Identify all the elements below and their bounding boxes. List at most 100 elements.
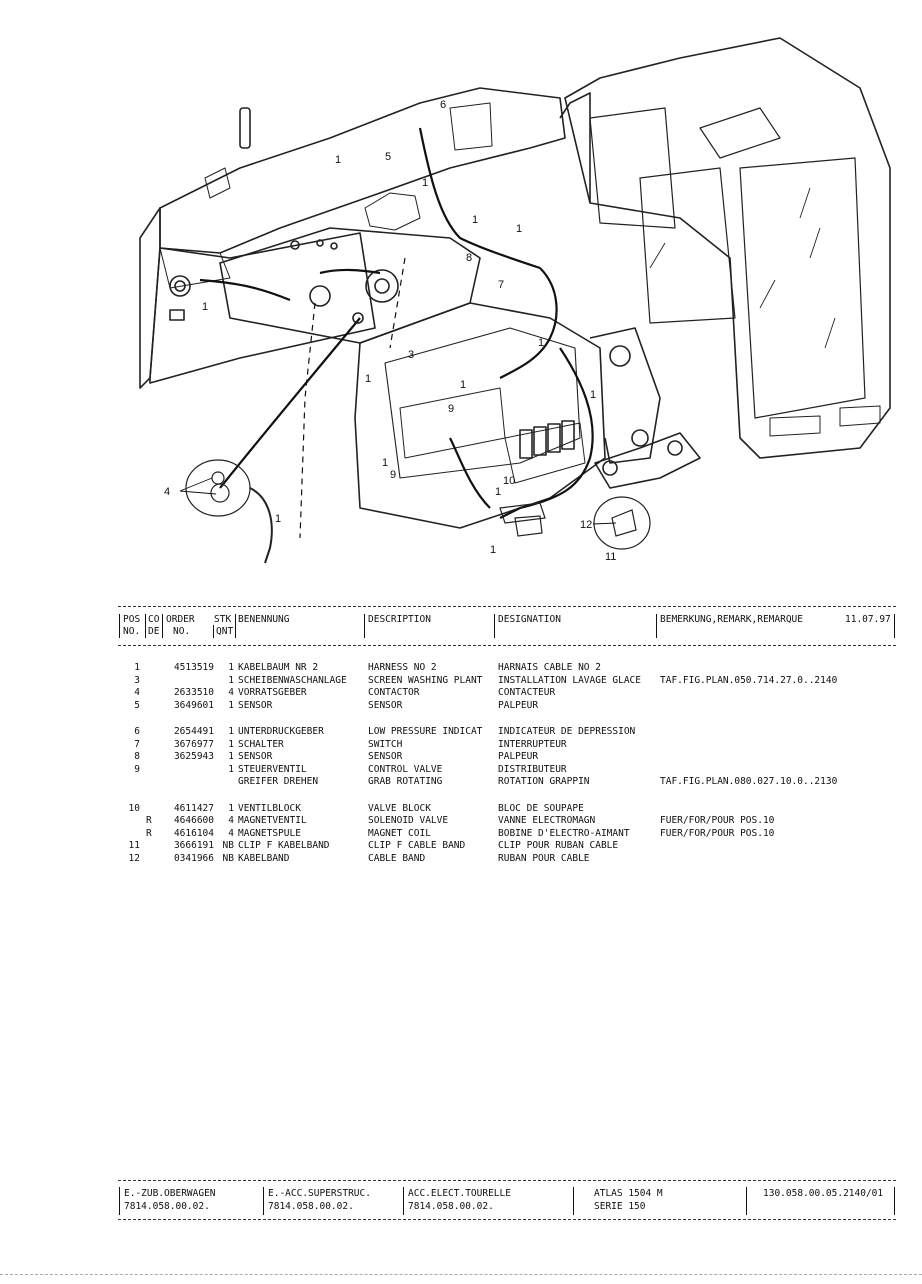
cell-fr: PALPEUR xyxy=(498,699,539,711)
cell-pos: 11 xyxy=(128,840,140,851)
cell-pos: 6 xyxy=(134,726,140,737)
cell-fr: INSTALLATION LAVAGE GLACE xyxy=(498,674,641,686)
page-edge-rule xyxy=(0,1274,922,1275)
cell-order: 4646600 xyxy=(173,815,214,826)
cell-de: MAGNETSPULE xyxy=(238,827,301,839)
cell-order: 3649601 xyxy=(173,699,214,711)
cell-order: 3676977 xyxy=(173,738,214,750)
cell-de: KABELBAUM NR 2 xyxy=(238,662,319,673)
parts-row: 6 2654491 1 UNTERDRUCKGEBER LOW PRESSURE IND… xyxy=(118,726,896,739)
callout-number: 1 xyxy=(422,177,428,189)
cell-pos: 7 xyxy=(134,738,140,750)
cell-de: MAGNETVENTIL xyxy=(238,815,307,826)
cell-en: CONTACTOR xyxy=(368,687,420,698)
header-pos: POS xyxy=(123,614,141,625)
cell-order: 3625943 xyxy=(173,751,214,762)
cell-en: CABLE BAND xyxy=(368,852,426,864)
callout-number: 1 xyxy=(472,214,478,226)
cell-order: 3666191 xyxy=(173,840,214,851)
header-order: ORDER xyxy=(166,614,195,625)
cell-en: VALVE BLOCK xyxy=(368,802,431,814)
cell-de: VORRATSGEBER xyxy=(238,687,307,698)
cell-order: 2633510 xyxy=(173,687,214,698)
cell-order: 4513519 xyxy=(173,662,214,673)
callout-number: 1 xyxy=(495,486,501,498)
cell-en: CLIP F CABLE BAND xyxy=(368,840,466,851)
header-de: DE xyxy=(148,626,160,637)
footer-group-en: E.-ACC.SUPERSTRUC. xyxy=(268,1188,371,1199)
cell-fr: INDICATEUR DE DEPRESSION xyxy=(498,726,636,737)
cell-qty: 1 xyxy=(228,726,234,737)
cell-fr: BLOC DE SOUPAPE xyxy=(498,802,584,814)
header-qnt: QNT xyxy=(216,626,234,637)
cell-qty: 4 xyxy=(228,827,234,839)
cell-order: 4611427 xyxy=(173,802,214,814)
cell-qty: 1 xyxy=(228,662,234,673)
cell-fr: INTERRUPTEUR xyxy=(498,738,567,750)
cell-de: STEUERVENTIL xyxy=(238,763,307,775)
callout-number: 8 xyxy=(466,252,472,264)
callout-number: 1 xyxy=(275,513,281,525)
cell-en: LOW PRESSURE INDICAT xyxy=(368,726,483,737)
header-date: 11.07.97 xyxy=(845,614,891,625)
cell-fr: ROTATION GRAPPIN xyxy=(498,776,590,787)
callout-number: 1 xyxy=(460,379,466,391)
cell-fr: RUBAN POUR CABLE xyxy=(498,852,590,864)
callout-number: 6 xyxy=(440,99,446,111)
cell-de: SENSOR xyxy=(238,751,273,762)
callout-number: 4 xyxy=(164,486,170,498)
callout-number: 9 xyxy=(448,403,454,415)
cell-order: 0341966 xyxy=(173,852,214,864)
cell-qty: NB xyxy=(222,840,234,851)
callout-number: 1 xyxy=(365,373,371,385)
cell-fr: VANNE ELECTROMAGN xyxy=(498,815,596,826)
cell-qty: 1 xyxy=(228,699,234,711)
cell-remark: FUER/FOR/POUR POS.10 xyxy=(660,827,775,839)
cell-en: SENSOR xyxy=(368,751,403,762)
header-remark: BEMERKUNG,REMARK,REMARQUE xyxy=(660,614,803,625)
cell-qty: 1 xyxy=(228,738,234,750)
callout-number: 9 xyxy=(390,469,396,481)
cell-qty: 1 xyxy=(228,802,234,814)
cell-code: R xyxy=(146,815,152,826)
exploded-view-drawing: 1 1 1 1 1 1 1 1 1 1 1 1 1 3 4 5 6 7 8 9 … xyxy=(139,37,891,564)
header-stk: STK xyxy=(214,614,232,625)
cell-de: SCHEIBENWASCHANLAGE xyxy=(238,674,347,686)
footer-serie: SERIE 150 xyxy=(594,1201,646,1212)
footer-group-de-no: 7814.058.00.02. xyxy=(124,1201,210,1212)
cell-order: 4616104 xyxy=(173,827,214,839)
cell-en: CONTROL VALVE xyxy=(368,763,443,775)
header-description: DESCRIPTION xyxy=(368,614,431,625)
cell-order: 2654491 xyxy=(173,726,214,737)
callout-number: 10 xyxy=(503,475,515,487)
cell-de: UNTERDRUCKGEBER xyxy=(238,726,324,737)
cell-de: CLIP F KABELBAND xyxy=(238,840,330,851)
header-bottom-rule xyxy=(118,645,896,646)
callout-number: 11 xyxy=(605,551,616,563)
cell-pos: 8 xyxy=(134,751,140,762)
header-no: NO. xyxy=(123,626,141,637)
footer-group-fr-no: 7814.058.00.02. xyxy=(408,1201,494,1212)
cell-qty: 4 xyxy=(228,815,234,826)
callout-number: 1 xyxy=(538,337,544,349)
cell-remark: FUER/FOR/POUR POS.10 xyxy=(660,815,775,826)
cell-de: SENSOR xyxy=(238,699,273,711)
cell-de: KABELBAND xyxy=(238,852,290,864)
cell-pos: 9 xyxy=(134,763,140,775)
header-co: CO xyxy=(148,614,160,625)
cell-remark: TAF.FIG.PLAN.050.714.27.0..2140 xyxy=(660,674,838,686)
cell-fr: HARNAIS CABLE NO 2 xyxy=(498,662,601,673)
cell-qty: 1 xyxy=(228,763,234,775)
